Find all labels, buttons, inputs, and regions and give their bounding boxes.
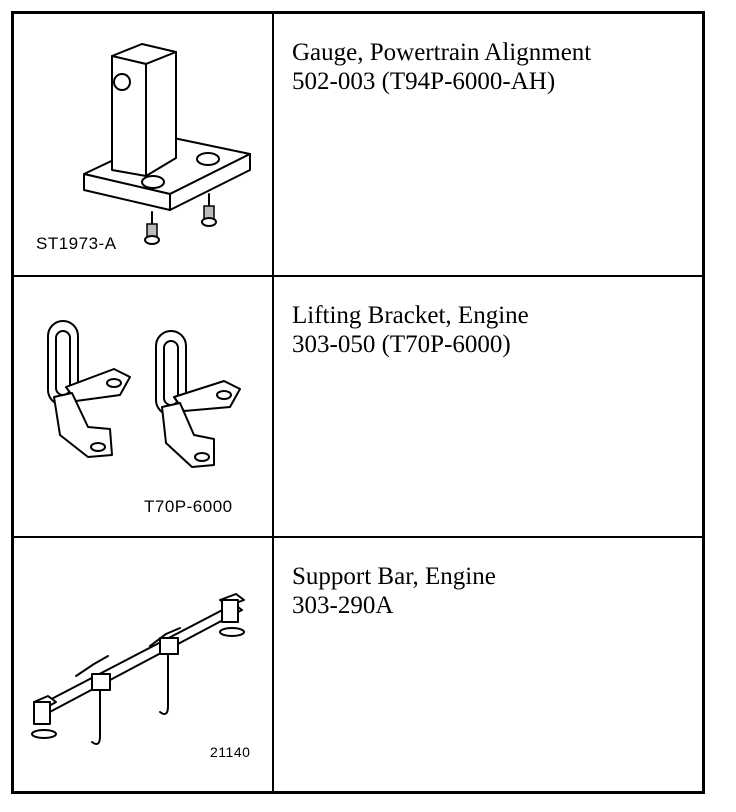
tool-row: T70P-6000 Lifting Bracket, Engine 303-05… [14,277,702,538]
figure-label: 21140 [210,744,251,760]
powertrain-alignment-gauge-illustration-icon [83,43,251,245]
tool-description: Gauge, Powertrain Alignment 502-003 (T94… [274,14,702,275]
tool-name: Gauge, Powertrain Alignment [292,39,592,66]
tool-row: 21140 Support Bar, Engine 303-290A [14,538,702,791]
tool-number: 303-050 (T70P-6000) [292,331,511,358]
tool-name: Lifting Bracket, Engine [292,302,529,329]
figure-label: T70P-6000 [144,497,233,516]
tool-row: ST1973-A Gauge, Powertrain Alignment 502… [14,14,702,277]
tool-number: 502-003 (T94P-6000-AH) [292,68,556,95]
tool-image-cell: 21140 [14,538,274,791]
engine-support-bar-illustration-icon [31,593,245,745]
tool-image-cell: T70P-6000 [14,277,274,536]
special-tools-table: ST1973-A Gauge, Powertrain Alignment 502… [11,11,705,794]
tool-description: Support Bar, Engine 303-290A [274,538,702,791]
tool-name: Support Bar, Engine [292,563,496,590]
figure-label: ST1973-A [36,234,117,253]
tool-image-cell: ST1973-A [14,14,274,275]
tool-description: Lifting Bracket, Engine 303-050 (T70P-60… [274,277,702,536]
engine-lifting-bracket-illustration-icon [47,320,241,468]
tool-number: 303-290A [292,592,394,619]
